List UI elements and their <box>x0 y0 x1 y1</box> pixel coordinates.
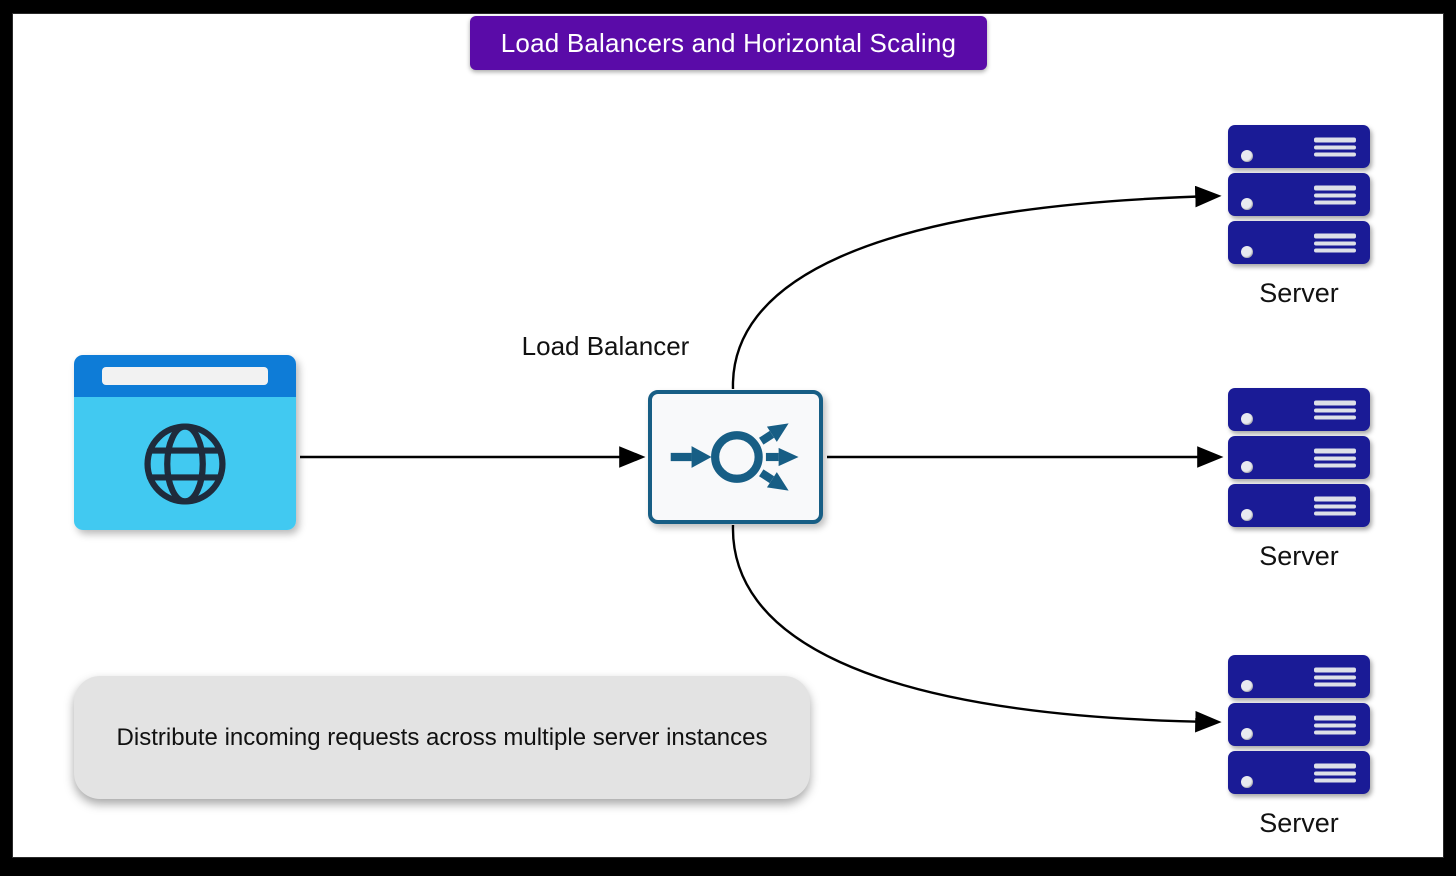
vent-lines-icon <box>1314 448 1356 467</box>
caption-box: Distribute incoming requests across mult… <box>74 676 810 799</box>
globe-icon <box>144 422 226 505</box>
server-unit <box>1228 703 1370 746</box>
server-unit <box>1228 655 1370 698</box>
server-unit <box>1228 388 1370 431</box>
title-banner: Load Balancers and Horizontal Scaling <box>470 16 987 70</box>
vent-lines-icon <box>1314 185 1356 204</box>
vent-lines-icon <box>1314 496 1356 515</box>
vent-lines-icon <box>1314 137 1356 156</box>
led-indicator <box>1241 680 1253 692</box>
load-balancer-node <box>648 390 823 524</box>
vent-lines-icon <box>1314 763 1356 782</box>
server-unit <box>1228 436 1370 479</box>
led-indicator <box>1241 413 1253 425</box>
load-balancer-label: Load Balancer <box>521 331 690 361</box>
server-unit <box>1228 173 1370 216</box>
led-indicator <box>1241 776 1253 788</box>
server-stack-3: Server <box>1228 655 1370 839</box>
browser-addressbar <box>102 367 268 385</box>
led-indicator <box>1241 150 1253 162</box>
browser-topbar <box>74 355 296 397</box>
client-browser <box>74 355 296 530</box>
browser-body <box>74 397 296 530</box>
server-unit <box>1228 221 1370 264</box>
led-indicator <box>1241 728 1253 740</box>
server-unit <box>1228 484 1370 527</box>
led-indicator <box>1241 509 1253 521</box>
vent-lines-icon <box>1314 400 1356 419</box>
server-unit <box>1228 125 1370 168</box>
led-indicator <box>1241 246 1253 258</box>
load-balancer-icon <box>670 423 799 491</box>
server-stack-2: Server <box>1228 388 1370 572</box>
server-unit <box>1228 751 1370 794</box>
server-stack-1: Server <box>1228 125 1370 309</box>
server-label: Server <box>1259 278 1339 308</box>
vent-lines-icon <box>1314 715 1356 734</box>
vent-lines-icon <box>1314 667 1356 686</box>
led-indicator <box>1241 198 1253 210</box>
server-label: Server <box>1259 541 1339 571</box>
led-indicator <box>1241 461 1253 473</box>
page-title: Load Balancers and Horizontal Scaling <box>500 27 957 58</box>
vent-lines-icon <box>1314 233 1356 252</box>
caption-text: Distribute incoming requests across mult… <box>116 723 768 751</box>
server-label: Server <box>1259 808 1339 838</box>
